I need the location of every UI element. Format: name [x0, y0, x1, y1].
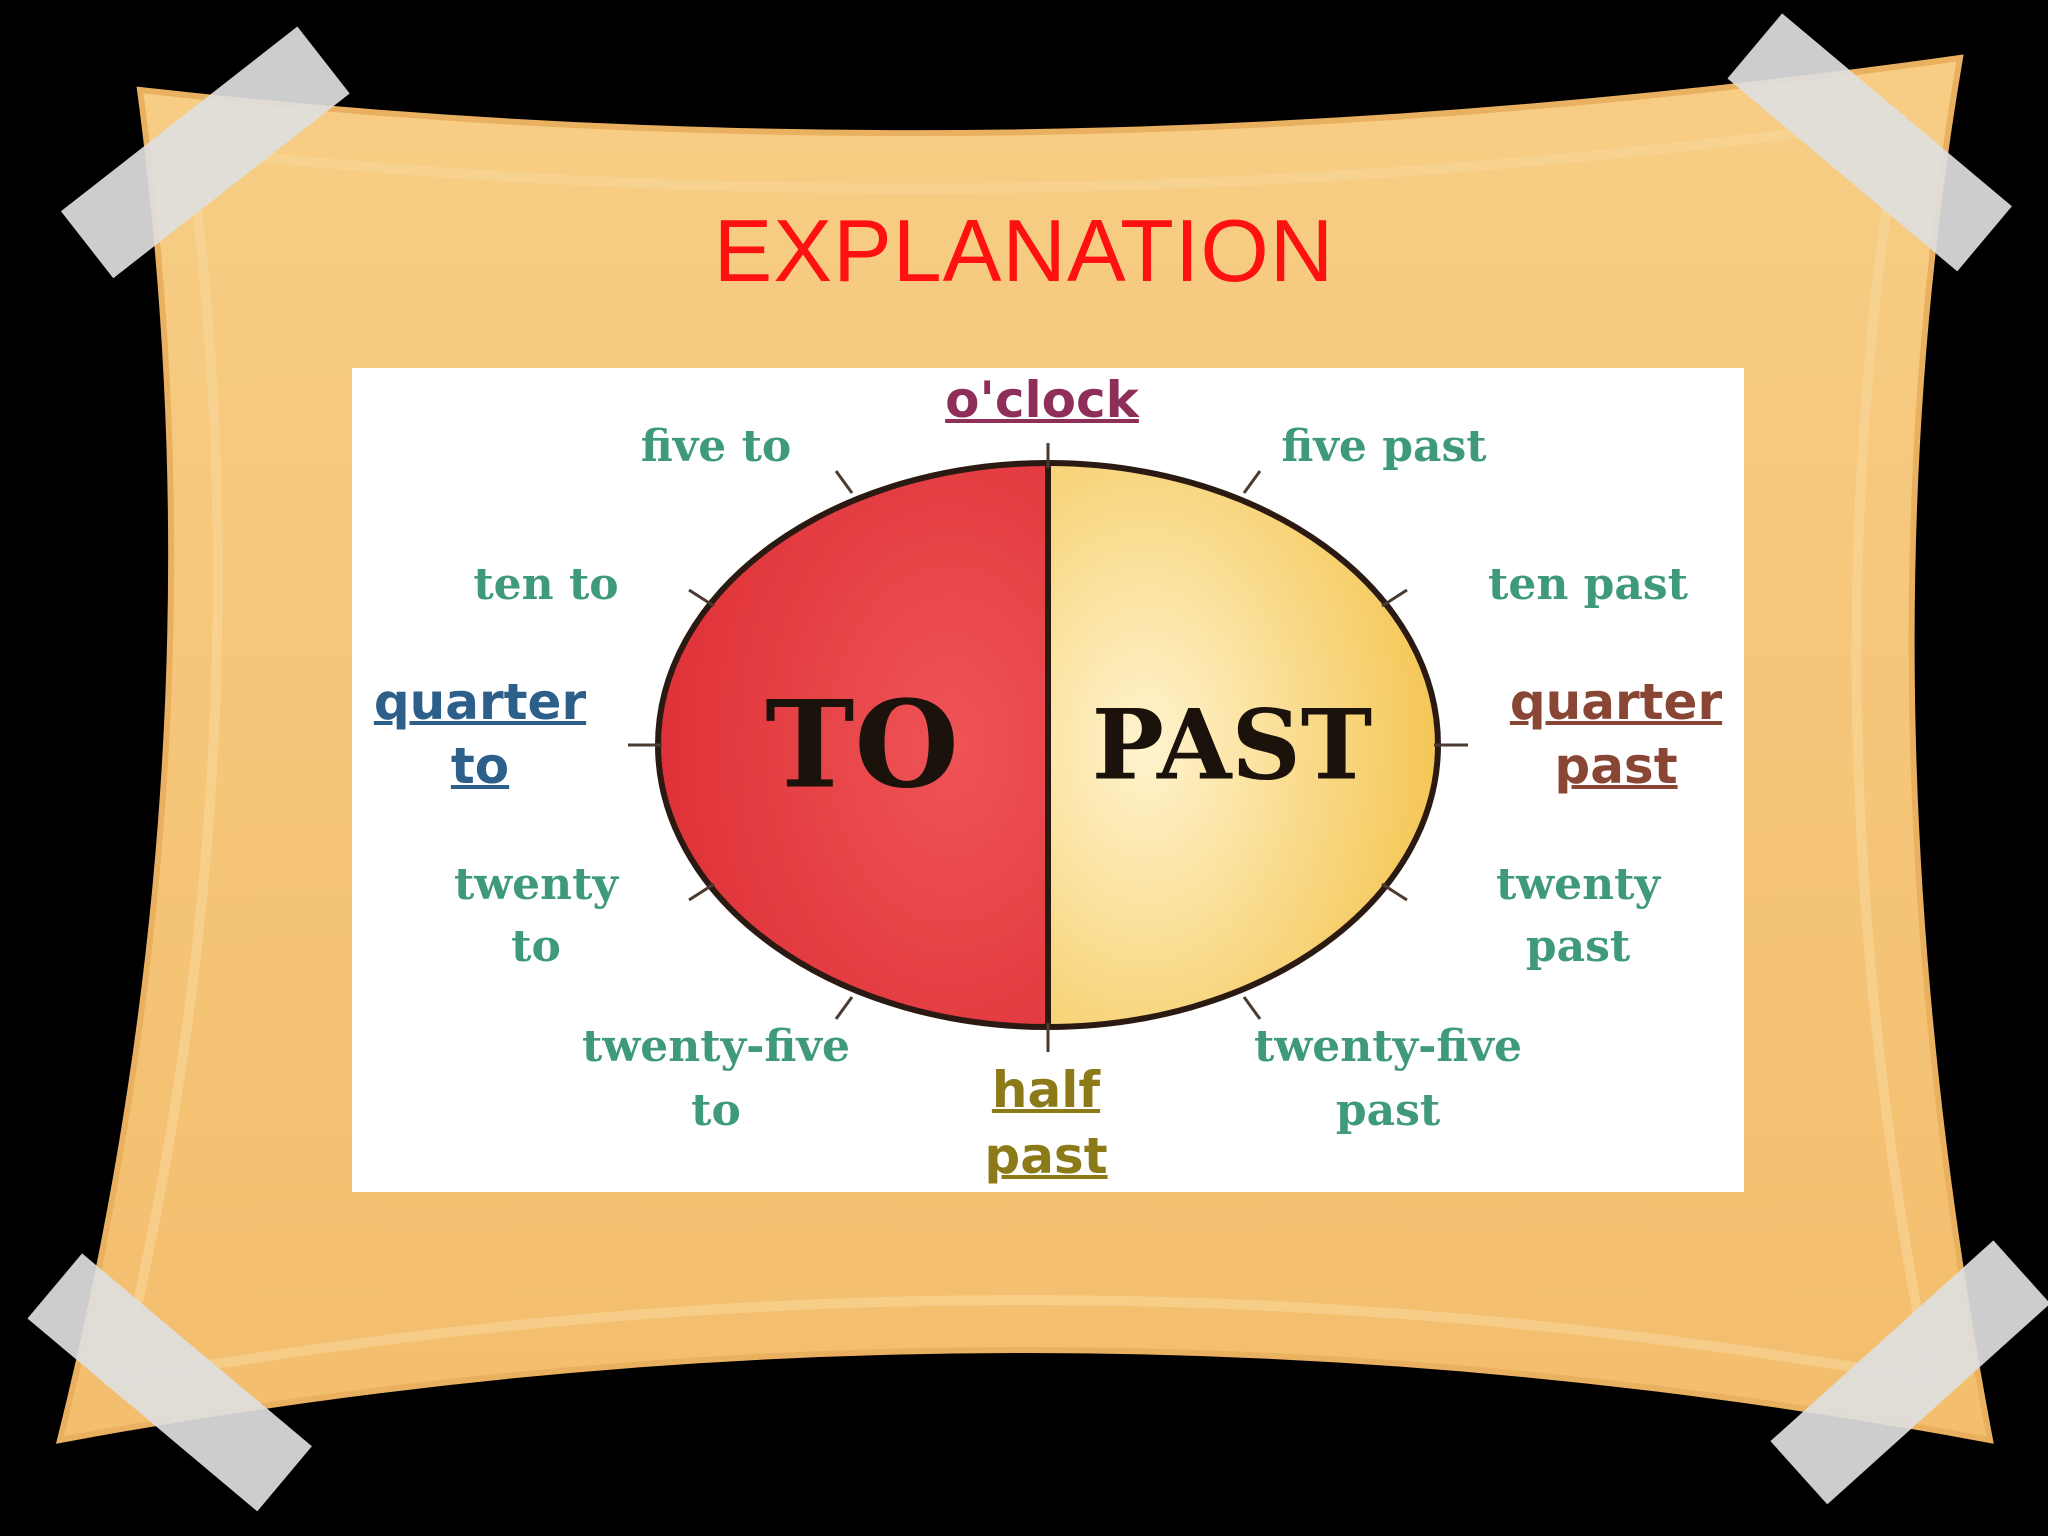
clock-ticks	[628, 443, 1468, 1052]
tape-top-left	[60, 26, 350, 279]
tape-top-right	[1727, 13, 2012, 272]
label-quarter-past-line1: quarter	[1509, 673, 1723, 731]
label-twenty-five-past-line2: past	[1335, 1085, 1441, 1136]
label-quarter-to-line2: to	[450, 737, 510, 795]
label-five-past: five past	[1281, 421, 1487, 472]
label-half-past-line2: past	[984, 1127, 1108, 1185]
label-five-to: five to	[640, 421, 792, 472]
tape-bottom-left	[27, 1253, 312, 1512]
label-oclock: o'clock	[945, 371, 1139, 429]
past-half	[1048, 463, 1438, 1027]
label-half-past-line1: half	[991, 1061, 1101, 1119]
tape-bottom-right	[1770, 1240, 2048, 1505]
label-twenty-five-to-line1: twenty-five	[582, 1021, 850, 1072]
label-quarter-to-line1: quarter	[373, 673, 587, 731]
label-twenty-five-past-line1: twenty-five	[1254, 1021, 1522, 1072]
label-quarter-past-line2: past	[1554, 737, 1678, 795]
label-twenty-past-line2: past	[1525, 921, 1631, 972]
slide-title: EXPLANATION	[713, 201, 1335, 300]
clock-face	[628, 443, 1468, 1052]
label-ten-to: ten to	[473, 559, 619, 610]
label-twenty-past-line1: twenty	[1495, 859, 1661, 910]
label-twenty-five-to-line2: to	[691, 1085, 741, 1136]
label-twenty-to-line2: to	[511, 921, 561, 972]
to-half	[658, 463, 1048, 1027]
to-word: TO	[765, 674, 959, 816]
label-twenty-to-line1: twenty	[453, 859, 619, 910]
label-ten-past: ten past	[1488, 559, 1688, 610]
past-word: PAST	[1091, 688, 1373, 802]
clock-diagram: TO PAST o'clock five to ten to quarter t…	[352, 368, 1744, 1192]
